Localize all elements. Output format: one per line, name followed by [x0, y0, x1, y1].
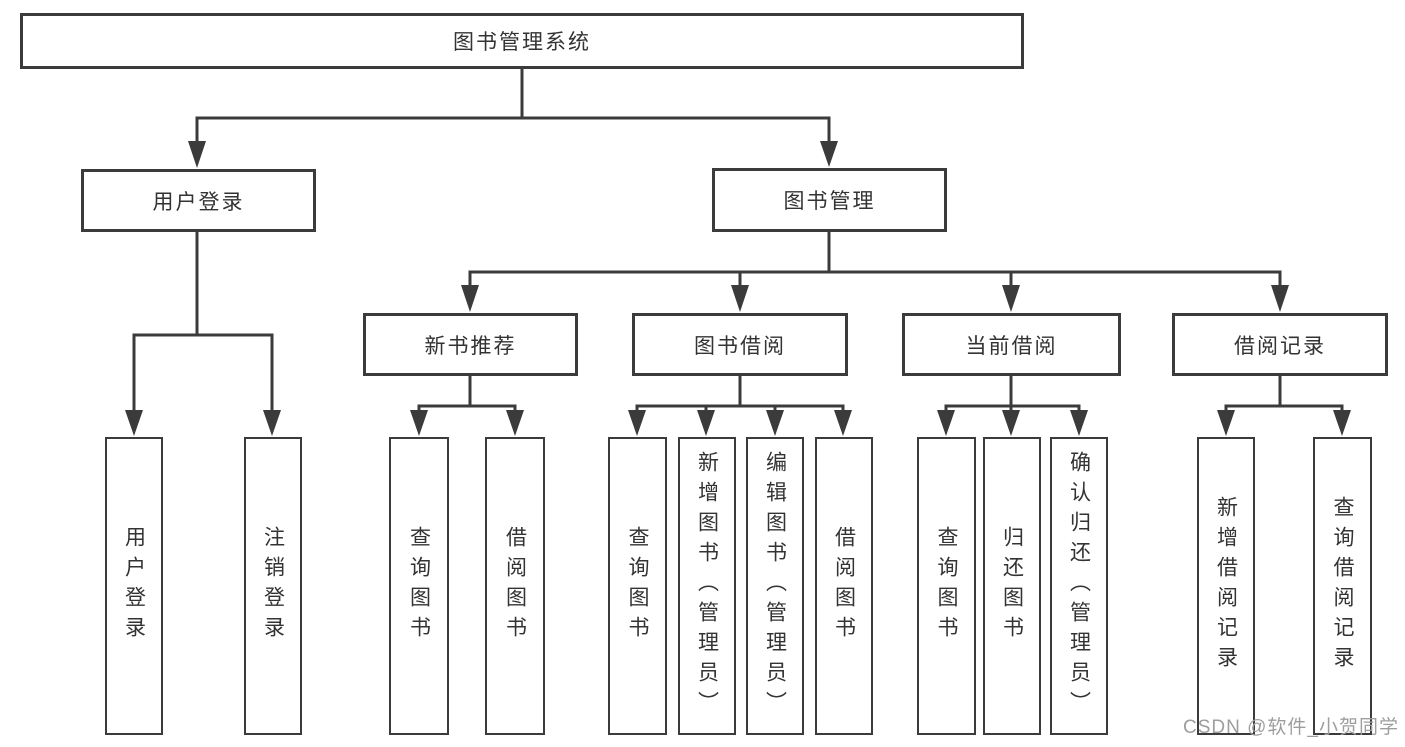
node-borrow-records: 借阅记录 [1172, 313, 1388, 376]
leaf-label: 确认归还（管理员） [1067, 451, 1091, 721]
leaf-return-books: 归还图书 [983, 437, 1041, 735]
leaf-label: 借阅图书 [832, 526, 856, 646]
leaf-borrow-books-1: 借阅图书 [485, 437, 545, 735]
node-label: 当前借阅 [965, 334, 1058, 358]
node-book-borrowing: 图书借阅 [632, 313, 848, 376]
leaf-label: 编辑图书（管理员） [763, 451, 787, 721]
node-label: 图书借阅 [694, 334, 786, 358]
node-label: 图书管理系统 [453, 31, 591, 54]
leaf-label: 新增图书（管理员） [695, 451, 719, 721]
node-book-management: 图书管理 [712, 168, 947, 232]
leaf-add-borrow-record: 新增借阅记录 [1197, 437, 1255, 735]
leaf-edit-books-admin: 编辑图书（管理员） [746, 437, 804, 735]
leaf-label: 归还图书 [1000, 526, 1024, 646]
node-label: 图书管理 [783, 190, 876, 213]
leaf-confirm-return-admin: 确认归还（管理员） [1050, 437, 1108, 735]
leaf-user-login: 用户登录 [105, 437, 163, 735]
leaf-label: 用户登录 [122, 526, 146, 646]
node-label: 用户登录 [152, 190, 245, 214]
leaf-label: 查询借阅记录 [1331, 496, 1354, 676]
leaf-query-books-1: 查询图书 [389, 437, 449, 735]
node-new-book-recommend: 新书推荐 [363, 313, 578, 376]
leaf-label: 查询图书 [407, 526, 431, 646]
node-user-login: 用户登录 [81, 169, 316, 232]
node-label: 新书推荐 [424, 334, 517, 358]
csdn-watermark: CSDN @软件_小贺同学 [1183, 717, 1399, 738]
leaf-label: 注销登录 [261, 526, 285, 646]
leaf-borrow-books-2: 借阅图书 [815, 437, 873, 735]
node-current-borrowing: 当前借阅 [902, 313, 1121, 376]
leaf-label: 查询图书 [935, 526, 958, 646]
leaf-query-books-3: 查询图书 [917, 437, 976, 735]
node-library-management-system: 图书管理系统 [20, 13, 1024, 69]
leaf-label: 新增借阅记录 [1214, 496, 1238, 676]
leaf-label: 借阅图书 [503, 526, 527, 646]
leaf-query-books-2: 查询图书 [608, 437, 667, 735]
leaf-query-borrow-record: 查询借阅记录 [1313, 437, 1372, 735]
leaf-label: 查询图书 [626, 526, 649, 646]
leaf-add-books-admin: 新增图书（管理员） [678, 437, 736, 735]
node-label: 借阅记录 [1234, 334, 1326, 358]
leaf-logout: 注销登录 [244, 437, 302, 735]
